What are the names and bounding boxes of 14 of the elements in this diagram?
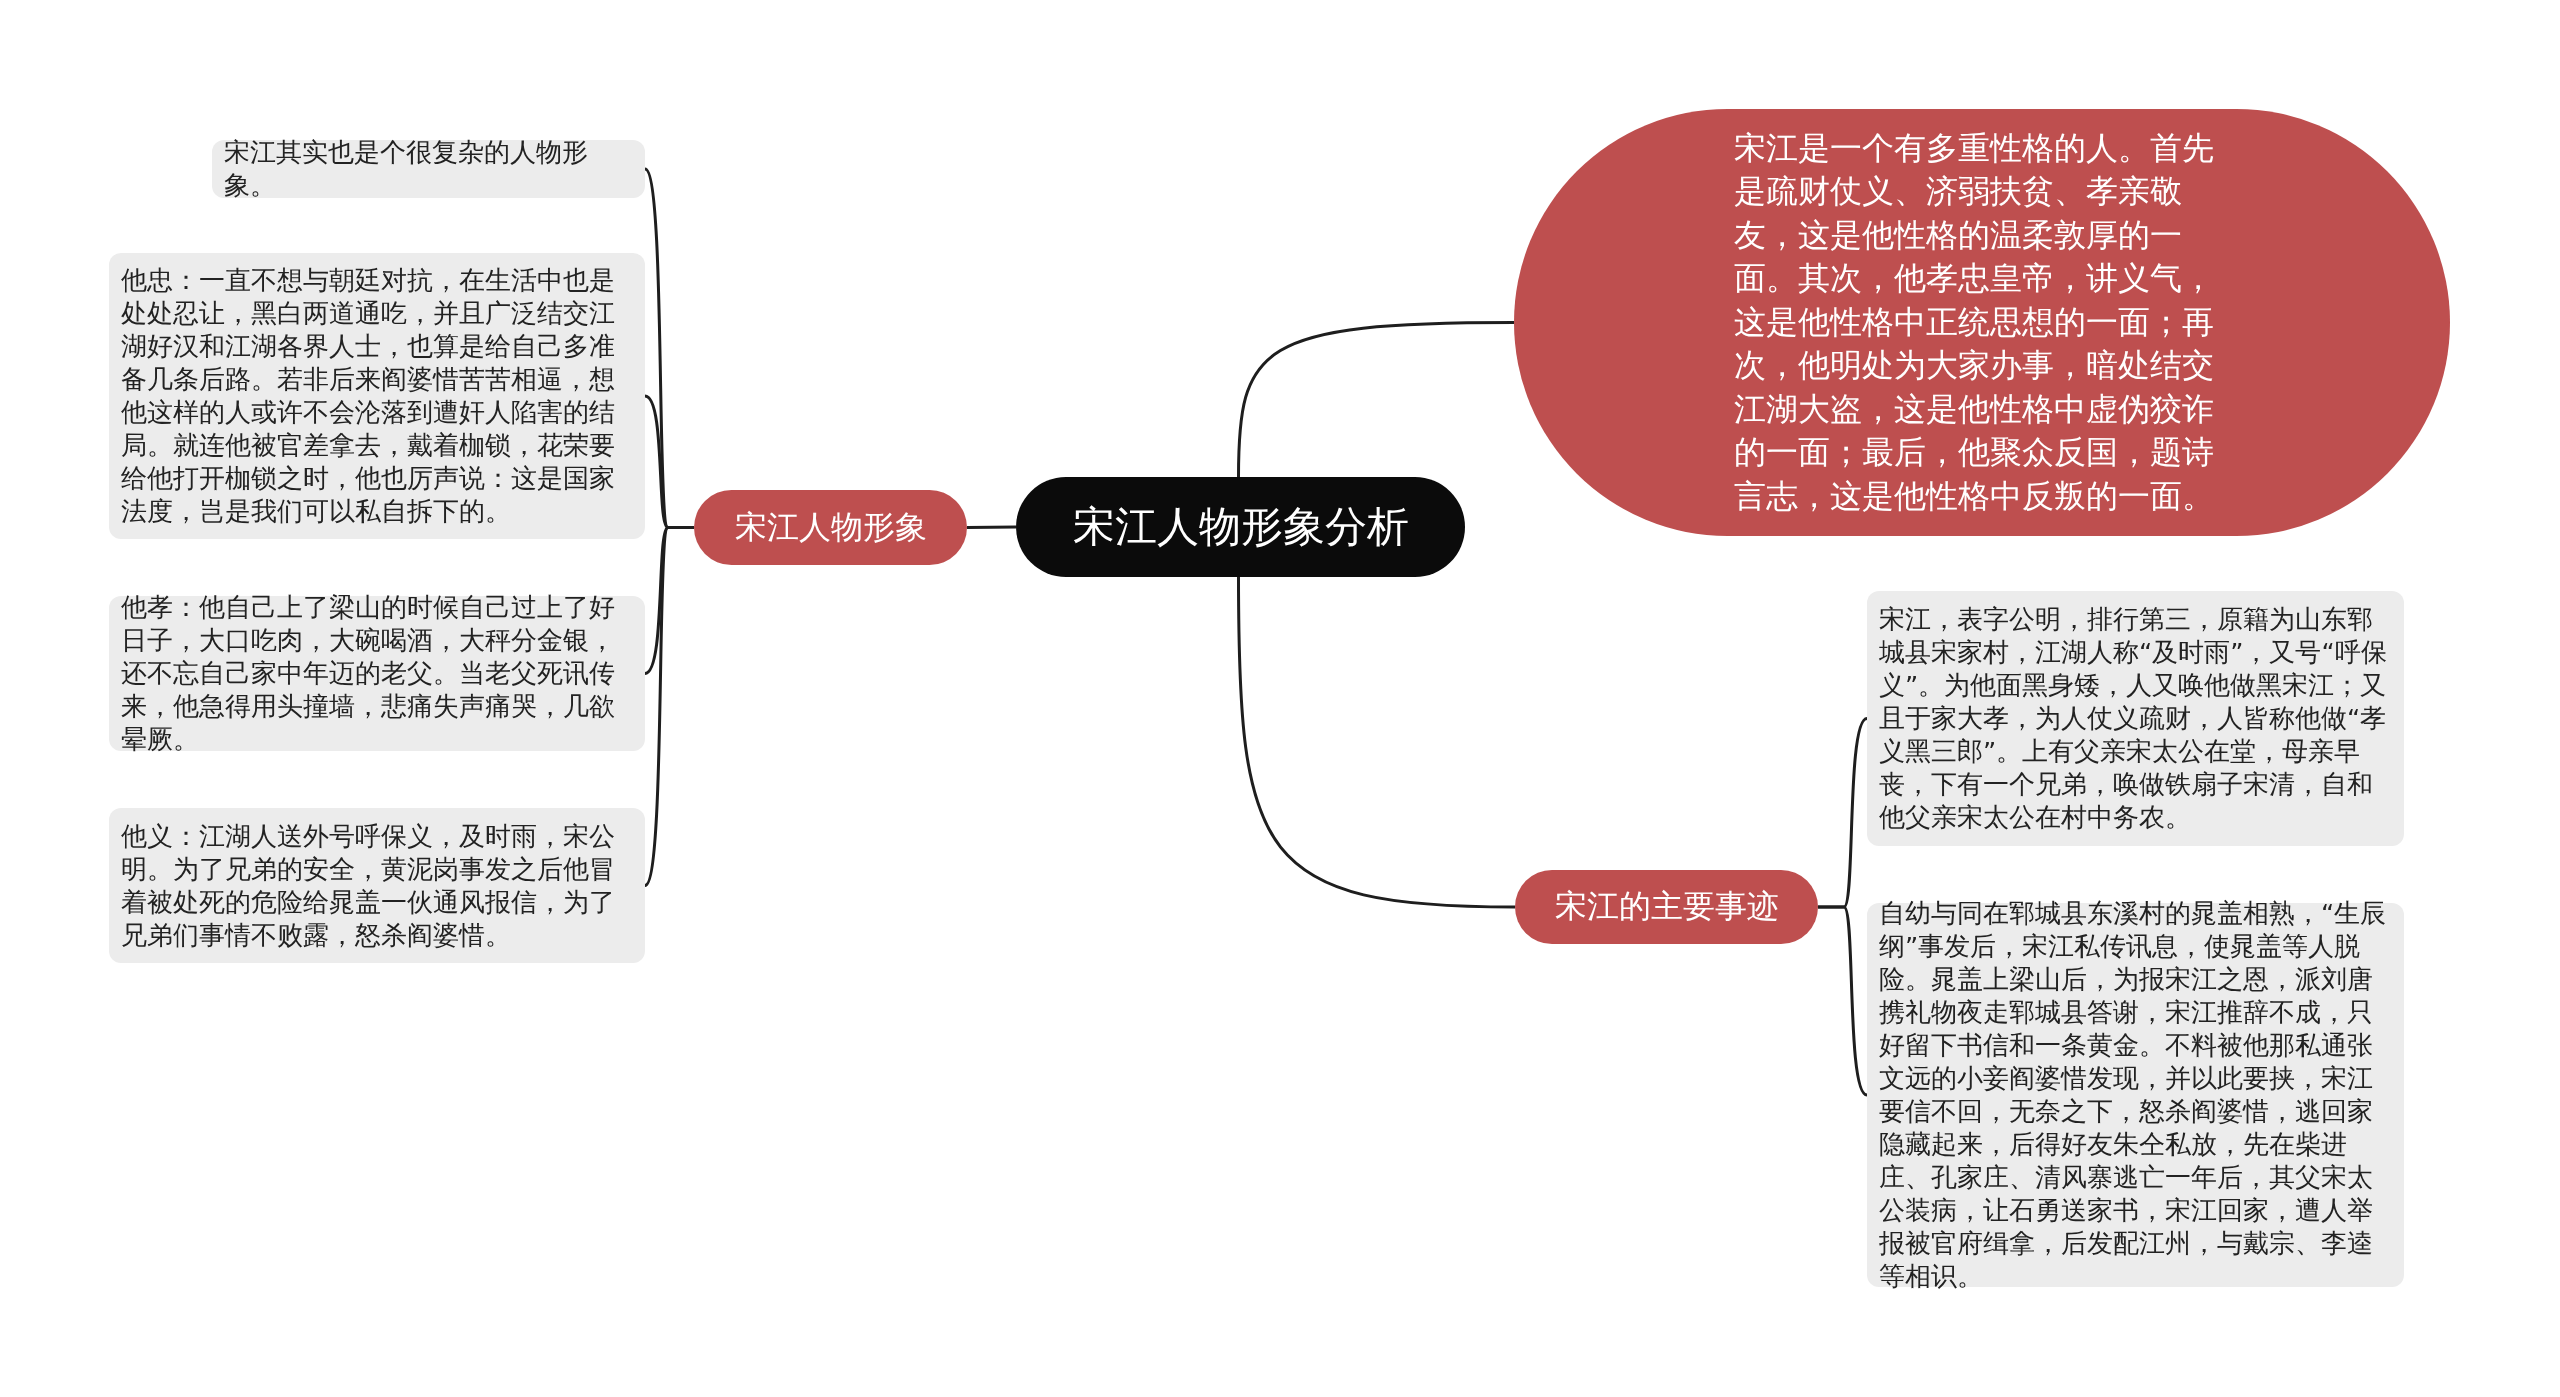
note-box: 宋江，表字公明，排行第三，原籍为山东郓城县宋家村，江湖人称“及时雨”，又号“呼保义”。为他面黑身矮，人又唤他做黑宋江；又且于家大孝，为人仗义疏财，人皆称他做“孝义黑三郎”。上有父亲宋太公在堂，母亲早丧，下有一个兄弟，唤做铁扇子宋清，自和他父亲宋太公在村中务农。 — [1867, 591, 2404, 846]
topic-pill: 宋江是一个有多重性格的人。首先是疏财仗义、济弱扶贫、孝亲敬友，这是他性格的温柔敦厚的一面。其次，他孝忠皇帝，讲义气，这是他性格中正统思想的一面；再次，他明处为大家办事，暗处结交江湖大盗，这是他性格中虚伪狡诈的一面；最后，他聚众反国，题诗言志，这是他性格中反叛的一面。 — [1514, 109, 2450, 536]
connector-line — [1237, 321, 1514, 478]
note-box: 他忠：一直不想与朝廷对抗，在生活中也是处处忍让，黑白两道通吃，并且广泛结交江湖好汉和江湖各界人士，也算是给自己多准备几条后路。若非后来阎婆惜苦苦相逼，想他这样的人或许不会沦落到遭奸人陷害的结局。就连他被官差拿去，戴着枷锁，花荣要给他打开枷锁之时，他也厉声说：这是国家法度，岂是我们可以私自拆下的。 — [109, 253, 645, 539]
central-topic: 宋江人物形象分析 — [1016, 477, 1465, 577]
topic-pill: 宋江的主要事迹 — [1515, 870, 1818, 944]
note-box: 宋江其实也是个很复杂的人物形象。 — [212, 140, 645, 198]
connector-line — [967, 525, 1016, 529]
connector-line — [1237, 577, 1516, 909]
connector-line — [1818, 905, 1868, 1097]
note-box: 他义：江湖人送外号呼保义，及时雨，宋公明。为了兄弟的安全，黄泥岗事发之后他冒着被处死的危险给晁盖一伙通风报信，为了兄弟们事情不败露，怒杀阎婆惜。 — [109, 808, 645, 963]
connector-line — [643, 526, 694, 887]
note-box: 他孝：他自己上了梁山的时候自己过上了好日子，大口吃肉，大碗喝酒，大秤分金银，还不忘自己家中年迈的老父。当老父死讯传来，他急得用头撞墙，悲痛失声痛哭，几欲晕厥。 — [109, 596, 645, 751]
topic-pill: 宋江人物形象 — [694, 490, 967, 565]
